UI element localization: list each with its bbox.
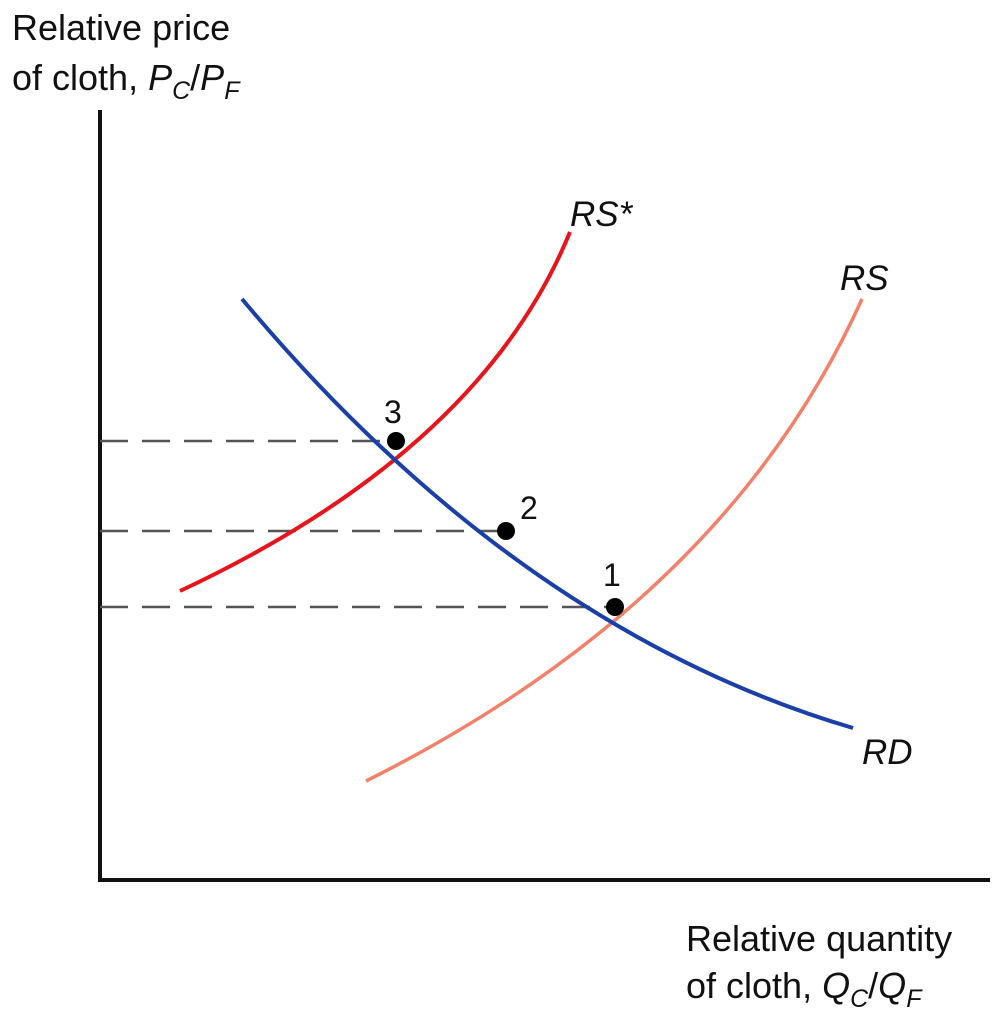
rs-star-curve [179,231,572,593]
x-axis-title-line1: Relative quantity [686,918,952,959]
x-axis-title-prefix: of cloth, [686,965,822,1006]
rs-star-label: RS* [570,195,634,234]
y-axis-var2: P [200,57,224,98]
y-axis-title-line2: of cloth, PC/PF [12,57,241,105]
equilibrium-point-3 [387,432,405,450]
rd-curve [240,297,854,730]
y-axis-var1: P [148,57,172,98]
rs-label: RS [840,259,889,298]
x-axis-var2-sub: F [906,985,923,1013]
x-axis-var1: Q [822,965,850,1006]
x-axis-slash: / [868,965,878,1006]
x-axis-title-line2: of cloth, QC/QF [686,965,923,1013]
x-axis-var1-sub: C [850,985,869,1013]
y-axis-slash: / [190,57,200,98]
rd-label: RD [862,733,913,772]
point-label-2: 2 [520,490,538,526]
y-axis-var1-sub: C [172,77,191,105]
x-axis-var2: Q [878,965,906,1006]
equilibrium-point-2 [497,522,515,540]
point-label-1: 1 [603,557,621,593]
y-axis-var2-sub: F [224,77,241,105]
equilibrium-point-1 [606,598,624,616]
rs-curve [365,298,864,783]
y-axis-title-prefix: of cloth, [12,57,148,98]
y-axis-title-line1: Relative price [12,7,230,48]
point-label-3: 3 [384,394,402,430]
